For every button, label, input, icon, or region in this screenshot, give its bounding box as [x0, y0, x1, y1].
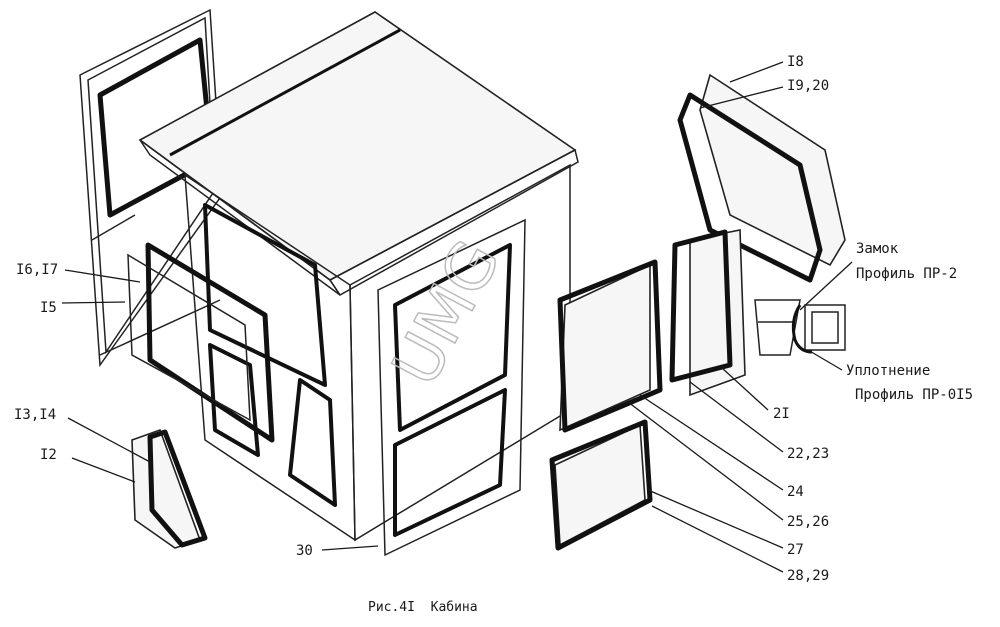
leader-28-29: [651, 505, 784, 573]
label-30: 30: [296, 543, 313, 559]
part-labels: I8 I9,20 Замок Профиль ПР-2 Уплотнение П…: [14, 54, 973, 584]
label-15: I5: [40, 300, 57, 316]
leader-24: [639, 394, 784, 491]
label-27: 27: [787, 542, 804, 558]
small-side-window: [131, 428, 208, 549]
leader-16-17: [64, 269, 141, 283]
lower-window-27: [549, 419, 653, 551]
leader-18: [729, 61, 784, 83]
figure-caption: Рис.4I Кабина: [368, 600, 478, 615]
label-profile-pr2: Профиль ПР-2: [856, 266, 957, 282]
leader-seal: [807, 349, 843, 371]
watermark: UMG: [379, 229, 516, 398]
label-25-26: 25,26: [787, 514, 829, 530]
front-door: [377, 218, 526, 557]
leader-21: [721, 367, 769, 411]
leader-27: [647, 489, 784, 549]
upper-right-window: [677, 73, 846, 283]
rear-window-seal: [127, 242, 275, 443]
label-18: I8: [787, 54, 804, 70]
leader-lines: [61, 61, 853, 573]
label-28-29: 28,29: [787, 568, 829, 584]
label-profile-pr015: Профиль ПР-0I5: [855, 387, 973, 403]
label-12: I2: [40, 447, 57, 463]
label-seal: Уплотнение: [846, 363, 930, 379]
label-lock: Замок: [856, 241, 899, 257]
leader-lock: [799, 261, 853, 311]
side-window-21: [669, 229, 746, 397]
leader-19-20: [699, 86, 784, 109]
leader-30: [321, 545, 379, 551]
label-22-23: 22,23: [787, 446, 829, 462]
label-16-17: I6,I7: [16, 262, 58, 278]
leader-13-14: [67, 417, 151, 463]
label-13-14: I3,I4: [14, 407, 56, 423]
leader-12: [71, 457, 136, 483]
label-24: 24: [787, 484, 804, 500]
door-window-24: [557, 259, 663, 433]
label-21: 2I: [773, 406, 790, 422]
leader-15: [61, 301, 126, 304]
label-19-20: I9,20: [787, 78, 829, 94]
leader-22-23: [689, 381, 784, 453]
profile-section-detail: [754, 299, 846, 356]
leader-25-26: [627, 401, 784, 521]
